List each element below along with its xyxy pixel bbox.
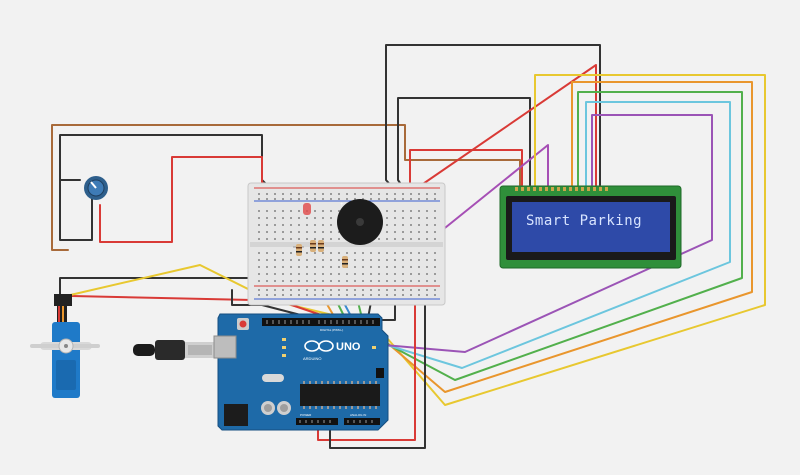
breadboard[interactable]	[247, 182, 446, 306]
arduino-infinity-logo	[304, 340, 334, 352]
svg-text:+: +	[340, 202, 344, 208]
resistor-1[interactable]	[293, 244, 304, 256]
wire-pot-red[interactable]	[99, 156, 269, 243]
led[interactable]	[303, 203, 311, 215]
lcd-display-text: Smart Parking	[526, 213, 642, 229]
arduino-brand-label: ARDUINO	[303, 356, 321, 361]
wire-purple-bb-lcd[interactable]	[429, 144, 549, 241]
potentiometer-icon[interactable]	[84, 176, 108, 200]
lcd-module[interactable]: Smart Parking	[499, 185, 682, 269]
usb-cable-icon[interactable]	[133, 340, 215, 360]
analog-header-label: ANALOG IN	[350, 413, 366, 417]
wire-orange-lcd-arduino[interactable]	[377, 81, 753, 393]
wire-cyan-lcd-arduino[interactable]	[373, 101, 731, 369]
wire-red-bb-right[interactable]	[409, 149, 523, 191]
wire-servo-red[interactable]	[71, 295, 263, 301]
wire-black-bb-arduino[interactable]	[231, 289, 321, 321]
resistor-4[interactable]	[342, 256, 348, 268]
servo-motor-icon[interactable]	[30, 294, 100, 398]
wire-black-power-loop[interactable]	[329, 289, 426, 449]
digital-header-label: DIGITAL (PWM~)	[320, 328, 343, 332]
wire-red-buzzer-lcd[interactable]	[384, 64, 597, 211]
uno-label: UNO	[336, 341, 361, 353]
wire-servo-yellow[interactable]	[65, 264, 346, 319]
wire-pot-brown[interactable]	[51, 124, 521, 251]
wire-yellow-lcd-arduino[interactable]	[379, 74, 766, 406]
piezo-buzzer-icon[interactable]: +	[337, 199, 383, 245]
wire-purple-lcd-arduino[interactable]	[371, 114, 713, 353]
wire-green-lcd-arduino[interactable]	[375, 91, 743, 381]
wire-black-top-loop[interactable]	[385, 44, 601, 191]
arduino-uno-board[interactable]: DIGITAL (PWM~) UNO ARDUINO POWER ANALOG …	[213, 313, 389, 431]
resistor-2[interactable]	[310, 240, 316, 252]
wire-pot-black[interactable]	[59, 179, 93, 241]
power-header-label: POWER	[300, 413, 312, 417]
resistor-3[interactable]	[318, 240, 324, 252]
